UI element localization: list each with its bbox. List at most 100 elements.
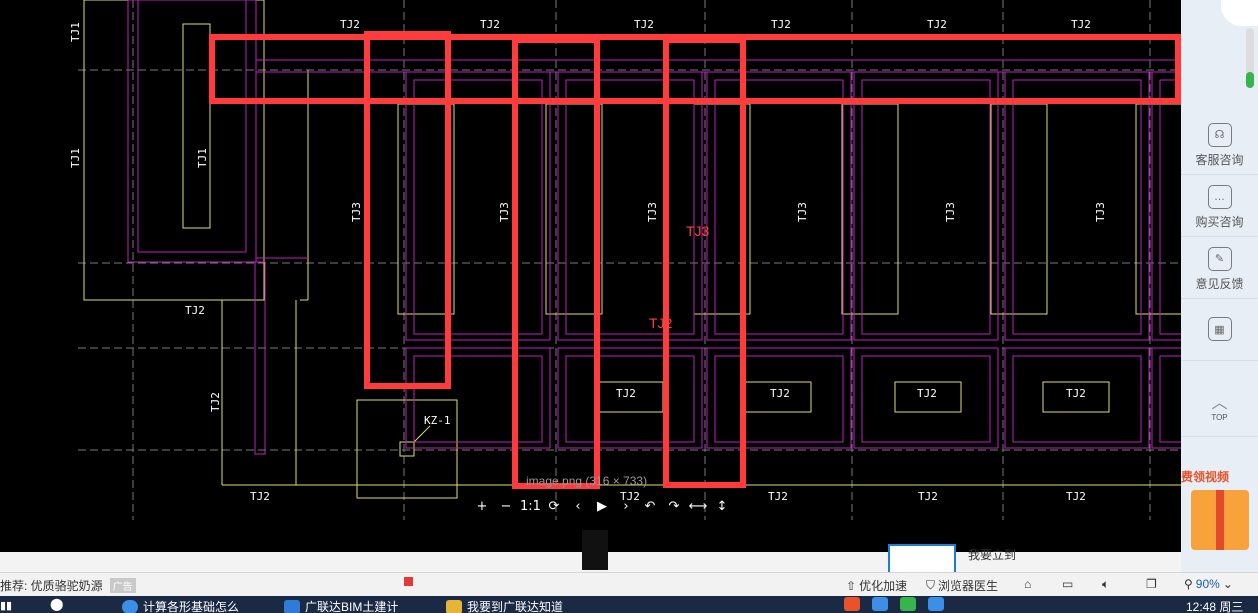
promo-text[interactable]: 费领视频 (1181, 470, 1230, 484)
sidebar-item-label: 购买咨询 (1195, 214, 1244, 229)
logo-icon (582, 530, 608, 570)
beam-cell (853, 347, 999, 449)
beam-label-tj2: TJ2 (1071, 18, 1091, 31)
beam-cell (861, 79, 991, 335)
viewer-toolbar-button[interactable]: ↷ (668, 498, 680, 514)
annotation-label-tj3: TJ3 (686, 223, 710, 239)
beam-label-tj2: TJ2 (1066, 490, 1086, 503)
viewer-toolbar-button[interactable]: ⟳ (548, 498, 560, 514)
beam-label-tj2: TJ2 (768, 490, 788, 503)
taskbar-task-bim[interactable]: 广联达BIM土建计 (284, 598, 398, 613)
beam-label-tj3: TJ3 (498, 202, 511, 222)
viewer-toolbar-button[interactable]: ↶ (644, 498, 656, 514)
sidebar-top-button[interactable] (1221, 0, 1258, 26)
beam-cell (413, 79, 543, 335)
sidebar-item-feedback[interactable]: ✎ 意见反馈 (1181, 240, 1258, 299)
beam-cell (1159, 79, 1181, 335)
beam-label-tj2: TJ2 (620, 490, 640, 503)
tray-network-icon[interactable] (872, 597, 888, 611)
edit-icon: ✎ (1207, 246, 1232, 271)
column-footing (356, 399, 458, 499)
footing-outline (83, 0, 265, 301)
footing-strip (545, 103, 603, 315)
recommend-link[interactable]: 推荐: 优质骆驼奶源 广告 (0, 577, 136, 594)
sidebar-item-label: 意见反馈 (1195, 276, 1244, 291)
viewer-toolbar-button[interactable]: + (476, 498, 488, 514)
viewer-toolbar-button[interactable]: ⟷ (688, 498, 708, 514)
beam-outline (137, 0, 247, 253)
viewer-toolbar-button[interactable]: ↕ (716, 498, 728, 514)
sidebar-item-customer-service[interactable]: ☊ 客服咨询 (1181, 116, 1258, 175)
back-to-top-button[interactable]: ︿ TOP (1181, 374, 1258, 437)
viewer-toolbar-button[interactable]: 1:1 (520, 498, 541, 514)
viewer-toolbar-button[interactable]: ▶ (597, 498, 607, 514)
tray-app-icon[interactable] (844, 597, 860, 611)
start-icon: ▮▮ (0, 600, 13, 612)
viewer-toolbar-button[interactable]: › (623, 498, 629, 514)
sidebar-item-qrcode[interactable]: ▦ (1181, 302, 1258, 361)
footing-box (1042, 381, 1110, 413)
back-to-top-icon: ︿ (1211, 394, 1228, 412)
promo-box (888, 544, 956, 574)
beam-label-tj3: TJ3 (796, 202, 809, 222)
footing-strip (841, 103, 899, 315)
beam-label-tj2: TJ2 (480, 18, 500, 31)
beam-label-tj2: TJ2 (927, 18, 947, 31)
browser-doctor-button[interactable]: ⛉ 浏览器医生 (926, 577, 998, 594)
viewer-toolbar-button[interactable]: − (500, 498, 512, 514)
toolbar-icon-4[interactable]: ❐ (1146, 577, 1157, 591)
chevron-down-icon: ⌄ (1222, 577, 1233, 591)
beam-cell (1151, 71, 1181, 341)
tray-chat-icon[interactable] (928, 597, 944, 611)
toolbar-icon-2[interactable]: ▭ (1062, 577, 1073, 591)
toolbar-icon-1[interactable]: ⌂ (1024, 577, 1031, 591)
taskbar-app-icon[interactable]: ⬤ (50, 597, 74, 612)
page-below-text[interactable]: 我要立到 (968, 548, 1017, 562)
beam-cell (1012, 355, 1142, 443)
right-sidebar: ☊ 客服咨询 … 购买咨询 ✎ 意见反馈 ▦ ︿ TOP 费领视频 (1181, 0, 1258, 572)
beam-label-tj2: TJ2 (616, 387, 636, 400)
beam-cell (405, 347, 551, 449)
beam-label-tj1: TJ1 (196, 148, 209, 168)
beam-label-tj1: TJ1 (69, 148, 82, 168)
start-button[interactable]: ▮▮ (0, 598, 20, 612)
beam-cell (706, 71, 852, 341)
image-info-text: image.png (316 × 733) (526, 474, 648, 488)
scrollbar-thumb[interactable] (1246, 72, 1254, 88)
beam-label-tj1: TJ1 (69, 22, 82, 42)
optimize-button[interactable]: ⇧ 优化加速 (846, 577, 907, 594)
search-icon: ⚲ (1184, 577, 1193, 591)
beam-label-tj2: TJ2 (917, 387, 937, 400)
toolbar-icon-3[interactable]: 🔈︎ (1102, 577, 1109, 592)
beam-label-tj2: TJ2 (185, 304, 205, 317)
recommend-text: 推荐: 优质骆驼奶源 (0, 579, 103, 593)
beam-cell (714, 79, 844, 335)
beam-cell (565, 79, 695, 335)
viewer-toolbar-button[interactable]: ‹ (575, 498, 581, 514)
beam-label-tj2: TJ2 (770, 387, 790, 400)
beam-cell (405, 71, 551, 341)
beam-label-tj3: TJ3 (1094, 202, 1107, 222)
beam-label-tj3: TJ3 (350, 202, 363, 222)
clock[interactable]: 12:48 周三 (1186, 600, 1244, 613)
viewer-toolbar: +−1:1 ⟳ ‹ ▶ › ↶ ↷ ⟷ ↕ (472, 496, 732, 516)
rocket-icon: ⇧ (846, 578, 857, 593)
bim-app-icon (284, 599, 300, 613)
footing-outline (182, 23, 211, 229)
sidebar-item-purchase[interactable]: … 购买咨询 (1181, 178, 1258, 237)
taskbar-task-browser[interactable]: 计算各形基础怎么 (122, 598, 239, 613)
beam-cell (1004, 71, 1150, 341)
annotation-label-tj2: TJ2 (649, 315, 673, 331)
beam-cell (1159, 355, 1181, 443)
beam-label-tj3: TJ3 (944, 202, 957, 222)
scrollbar-track[interactable] (1246, 28, 1254, 88)
tray-security-icon[interactable] (900, 597, 916, 611)
gift-icon[interactable] (1191, 490, 1249, 550)
zoom-control[interactable]: ⚲ 90% ⌄ (1184, 577, 1233, 591)
browser-icon (122, 599, 138, 613)
beam-cell (565, 355, 695, 443)
back-to-top-label: TOP (1211, 412, 1228, 422)
taskbar-task-folder[interactable]: 我要到广联达知道 (446, 598, 563, 613)
footing-strip (990, 103, 1048, 315)
